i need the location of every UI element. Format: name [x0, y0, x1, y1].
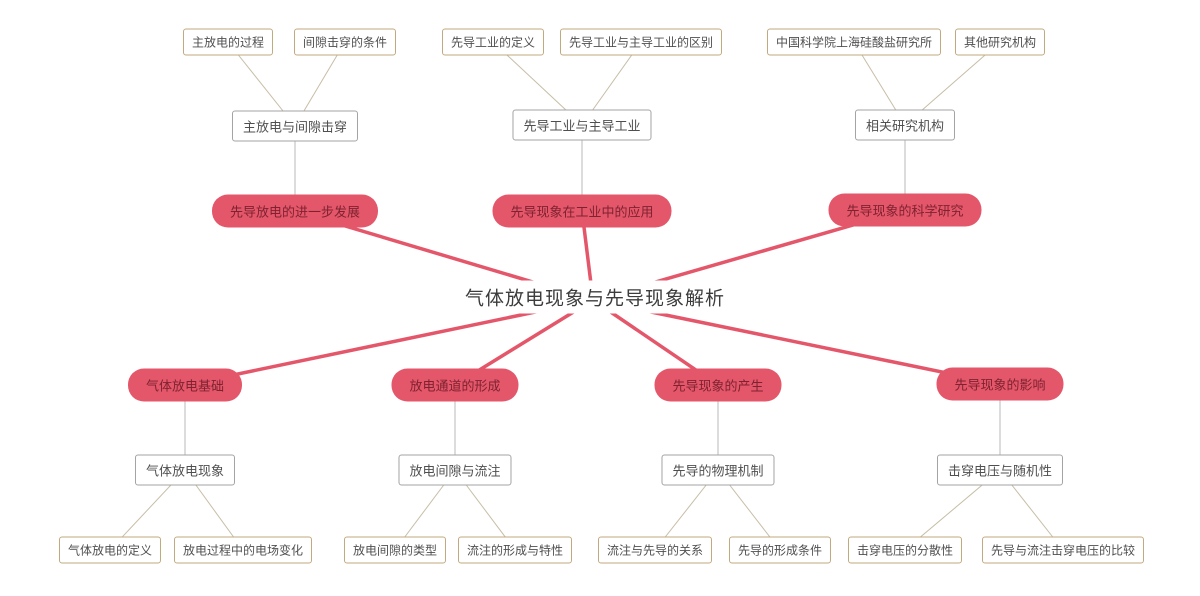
leaf-node[interactable]: 先导工业与主导工业的区别	[559, 28, 723, 56]
topic-node[interactable]: 击穿电压与随机性	[936, 454, 1064, 486]
leaf-node[interactable]: 中国科学院上海硅酸盐研究所	[766, 28, 942, 56]
branch-node[interactable]: 先导现象的产生	[654, 368, 782, 402]
leaf-node[interactable]: 气体放电的定义	[58, 536, 162, 564]
leaf-node[interactable]: 先导与流注击穿电压的比较	[981, 536, 1145, 564]
branch-node[interactable]: 先导放电的进一步发展	[211, 194, 379, 228]
topic-node[interactable]: 相关研究机构	[854, 109, 956, 141]
leaf-node[interactable]: 主放电的过程	[182, 28, 274, 56]
topic-node[interactable]: 主放电与间隙击穿	[231, 110, 359, 142]
branch-node[interactable]: 气体放电基础	[127, 368, 243, 402]
root-node[interactable]: 气体放电现象与先导现象解析	[456, 280, 734, 314]
leaf-node[interactable]: 先导的形成条件	[728, 536, 832, 564]
branch-node[interactable]: 先导现象的科学研究	[828, 193, 982, 227]
leaf-node[interactable]: 放电间隙的类型	[343, 536, 447, 564]
leaf-node[interactable]: 其他研究机构	[954, 28, 1046, 56]
topic-node[interactable]: 先导的物理机制	[661, 454, 775, 486]
leaf-node[interactable]: 流注与先导的关系	[597, 536, 713, 564]
branch-node[interactable]: 先导现象的影响	[936, 367, 1064, 401]
leaf-node[interactable]: 流注的形成与特性	[457, 536, 573, 564]
leaf-node[interactable]: 放电过程中的电场变化	[173, 536, 313, 564]
branch-node[interactable]: 放电通道的形成	[391, 368, 519, 402]
topic-node[interactable]: 气体放电现象	[134, 454, 236, 486]
topic-node[interactable]: 先导工业与主导工业	[512, 109, 652, 141]
leaf-node[interactable]: 间隙击穿的条件	[293, 28, 397, 56]
topic-node[interactable]: 放电间隙与流注	[398, 454, 512, 486]
leaf-node[interactable]: 击穿电压的分散性	[847, 536, 963, 564]
branch-node[interactable]: 先导现象在工业中的应用	[492, 194, 672, 228]
leaf-node[interactable]: 先导工业的定义	[441, 28, 545, 56]
